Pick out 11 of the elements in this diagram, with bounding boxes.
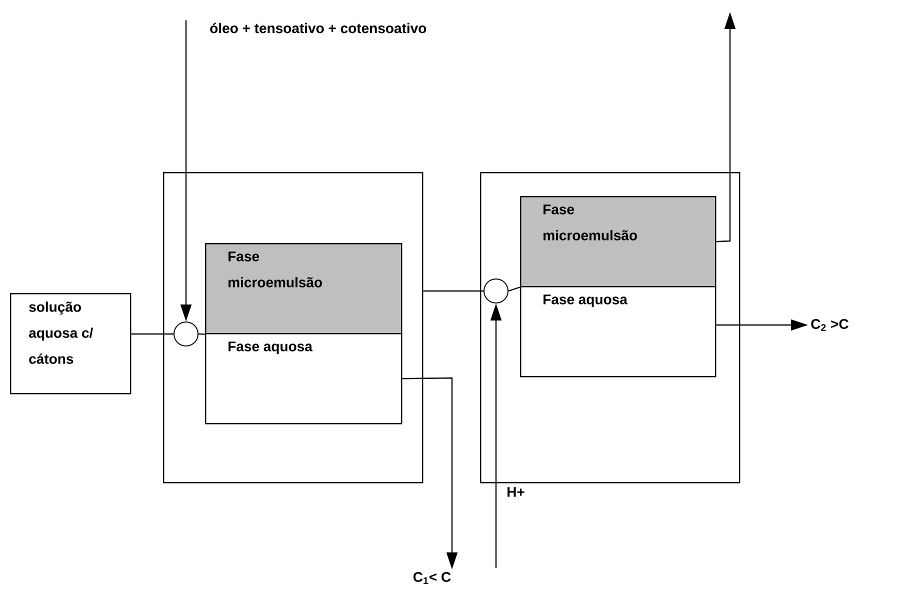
phase-box: Fase aquosa [205,332,402,424]
phase-box: Fase aquosa [520,286,716,378]
phase-box: Fase microemulsão [520,196,716,288]
mixing-circle [174,322,198,346]
source-box: solução aquosa c/ cátons [10,292,132,394]
edge-label: H+ [506,486,526,498]
mixing-circle [484,278,508,304]
phase-box: Fase microemulsão [205,243,402,334]
stream-label: C$_{2}$ >C [811,319,848,331]
stream-label: óleo + tensoativo + cotensoativo [210,22,426,34]
stream-label: C$_{1}$< C [413,572,451,584]
